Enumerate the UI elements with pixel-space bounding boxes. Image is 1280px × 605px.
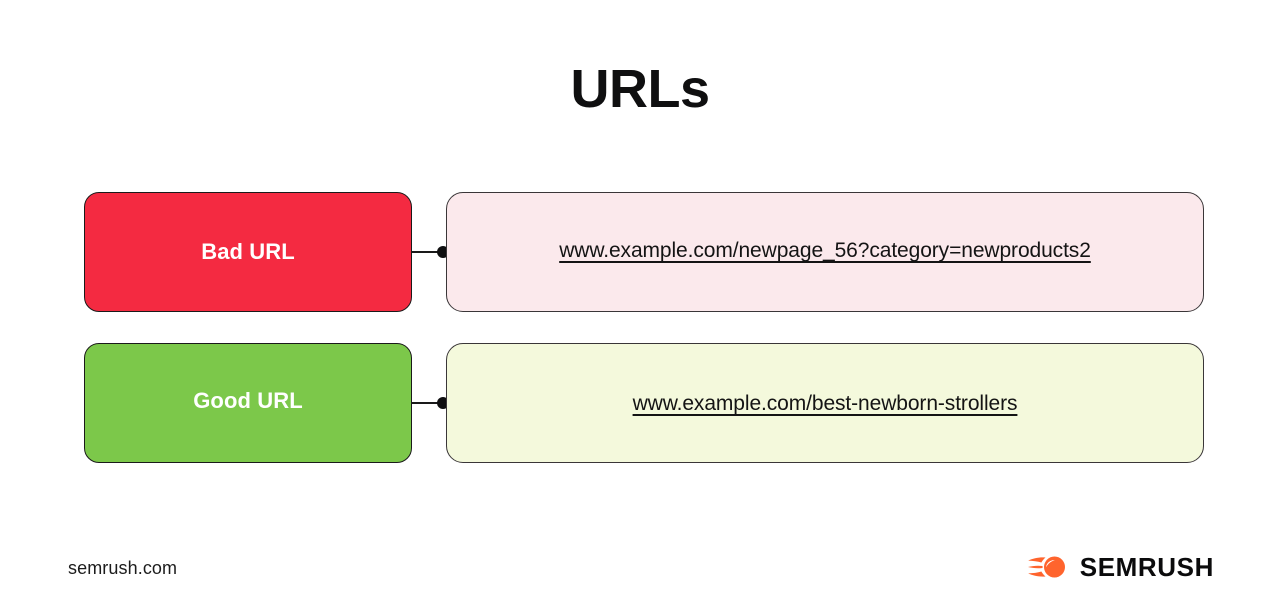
url-text-bad: www.example.com/newpage_56?category=newp… bbox=[559, 239, 1091, 262]
label-box-bad-url: Bad URL bbox=[84, 192, 412, 312]
url-text-good: www.example.com/best-newborn-strollers bbox=[632, 392, 1018, 415]
label-box-bad-url-text: Bad URL bbox=[201, 239, 295, 264]
semrush-comet-icon bbox=[1027, 556, 1065, 578]
value-panel-good-url: www.example.com/best-newborn-strollers bbox=[446, 343, 1204, 463]
footer-site-url: semrush.com bbox=[68, 558, 178, 578]
semrush-logo: SEMRUSH bbox=[1027, 552, 1214, 582]
label-box-good-url: Good URL bbox=[84, 343, 412, 463]
semrush-wordmark: SEMRUSH bbox=[1079, 552, 1214, 582]
page-title: URLs bbox=[570, 59, 710, 119]
label-box-good-url-text: Good URL bbox=[193, 388, 303, 413]
value-panel-bad-url: www.example.com/newpage_56?category=newp… bbox=[446, 192, 1204, 312]
connector-line-good-url bbox=[412, 402, 446, 404]
connector-line-bad-url bbox=[412, 251, 446, 253]
row-good-url: Good URL www.example.com/best-newborn-st… bbox=[84, 343, 1204, 465]
row-bad-url: Bad URL www.example.com/newpage_56?categ… bbox=[84, 192, 1204, 314]
